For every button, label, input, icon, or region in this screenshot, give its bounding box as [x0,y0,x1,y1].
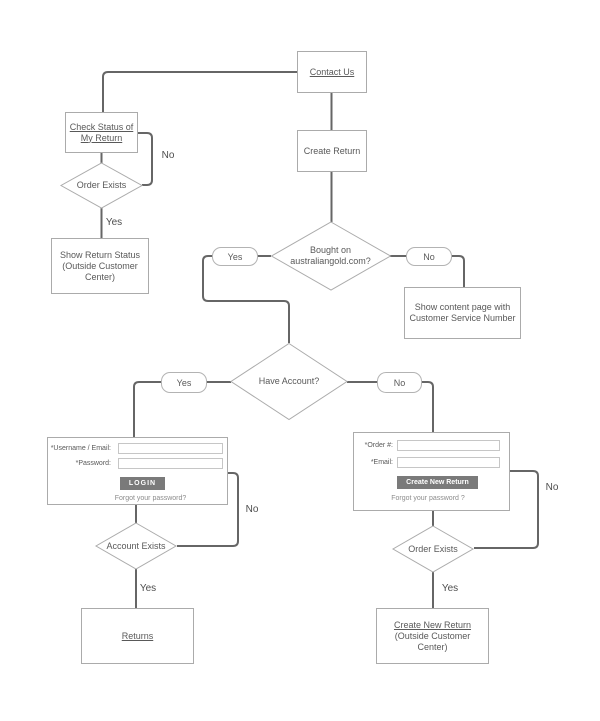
order-number-field[interactable] [397,440,500,451]
node-create-new-return: Create New Return (Outside Customer Cent… [376,608,489,664]
edge-label-yes-top: Yes [105,217,123,228]
edge-orderexists-no-loop [137,132,153,186]
node-contact-us: Contact Us [297,51,367,93]
edge-yes-to-loginform [133,381,161,437]
show-content-page-label: Show content page with Customer Service … [409,302,516,323]
password-label: *Password: [75,460,111,467]
edge-yes-to-haveaccount [202,255,290,343]
pill-no-bought: No [406,247,452,266]
login-form: *Username / Email: *Password: LOGIN Forg… [47,437,228,505]
contact-us-link[interactable]: Contact Us [309,66,355,77]
order-number-label: *Order #: [364,442,393,449]
edge-contactus-to-checkstatus [102,71,297,112]
check-status-link-line1[interactable]: Check Status of [69,121,134,132]
email-field[interactable] [397,457,500,468]
forgot-password-link[interactable]: Forgot your password? [114,495,187,502]
email-label: *Email: [370,459,393,466]
create-new-return-button[interactable]: Create New Return [397,476,478,489]
order-exists-top-diamond [59,162,144,209]
pill-yes-bought: Yes [212,247,258,266]
order-form: *Order #: *Email: Create New Return Forg… [353,432,510,511]
node-returns: Returns [81,608,194,664]
edge-label-no-top: No [161,150,175,161]
edge-label-no-order: No [545,482,559,493]
edge-no-to-orderform [422,381,434,432]
login-button[interactable]: LOGIN [120,477,165,490]
create-return-label: Create Return [303,145,361,156]
edge-label-yes-account: Yes [139,583,157,594]
username-label: *Username / Email: [50,445,111,452]
node-show-content-page: Show content page with Customer Service … [404,287,521,339]
node-show-return-status: Show Return Status (Outside Customer Cen… [51,238,149,294]
order-exists-bottom-diamond [391,525,475,573]
pill-no-account: No [377,372,422,393]
edge-orderexists-no-loop-bottom [474,470,539,549]
forgot-password-link-2[interactable]: Forgot your password ? [391,495,465,502]
check-status-link-line2[interactable]: My Return [80,132,123,143]
edge-label-no-login: No [245,504,259,515]
create-new-return-sublabel: (Outside Customer Center) [394,630,471,652]
edge-no-to-showcontent [452,255,465,287]
account-exists-diamond [94,522,178,570]
show-return-status-label: Show Return Status (Outside Customer Cen… [59,249,141,282]
bought-on-diamond [270,221,392,291]
edge-label-yes-order: Yes [441,583,459,594]
password-field[interactable] [118,458,223,469]
node-check-status: Check Status of My Return [65,112,138,153]
pill-yes-account: Yes [161,372,207,393]
returns-link[interactable]: Returns [121,630,154,641]
create-new-return-link[interactable]: Create New Return [393,619,472,630]
edge-accountexists-no-loop [177,472,239,547]
have-account-diamond [230,342,348,421]
node-create-return: Create Return [297,130,367,172]
username-field[interactable] [118,443,223,454]
